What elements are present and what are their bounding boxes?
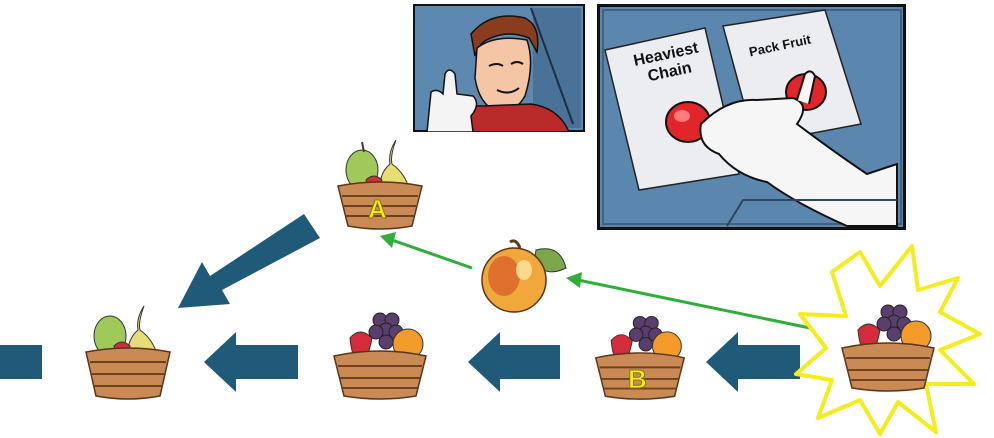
peach-icon	[481, 239, 567, 313]
arrow-to-basket-chain-1	[204, 332, 298, 392]
link-highlighted-to-peach	[577, 278, 811, 330]
link-peach-to-a-head	[380, 232, 396, 248]
arrow-left-edge	[0, 345, 42, 379]
highlight-star-icon	[794, 244, 982, 436]
pear-basket-icon	[85, 305, 171, 400]
meme-panel-approval	[413, 4, 585, 132]
mixed-fruit-basket-icon	[594, 315, 686, 400]
arrow-to-basket-b	[706, 332, 800, 392]
mixed-fruit-basket-icon	[333, 312, 427, 400]
basket-b-label: B	[628, 364, 648, 395]
link-peach-to-a	[391, 238, 473, 270]
basket-highlighted	[836, 290, 940, 394]
mixed-fruit-basket-icon	[841, 304, 935, 392]
arrow-a-to-chain	[178, 214, 320, 308]
basket-a: A	[334, 134, 426, 234]
basket-chain-2	[328, 298, 432, 402]
fork-links	[380, 232, 811, 330]
basket-chain-1	[82, 300, 174, 404]
basket-a-label: A	[368, 194, 388, 225]
meme-panel-two-buttons: Heaviest Chain Pack Fruit	[597, 4, 906, 230]
basket-b: B	[590, 300, 690, 404]
pear-basket-icon	[337, 139, 423, 230]
link-highlighted-to-peach-head	[566, 272, 582, 288]
arrow-to-basket-chain-2	[468, 332, 560, 392]
peach	[476, 236, 568, 314]
chain-arrows	[0, 214, 800, 392]
